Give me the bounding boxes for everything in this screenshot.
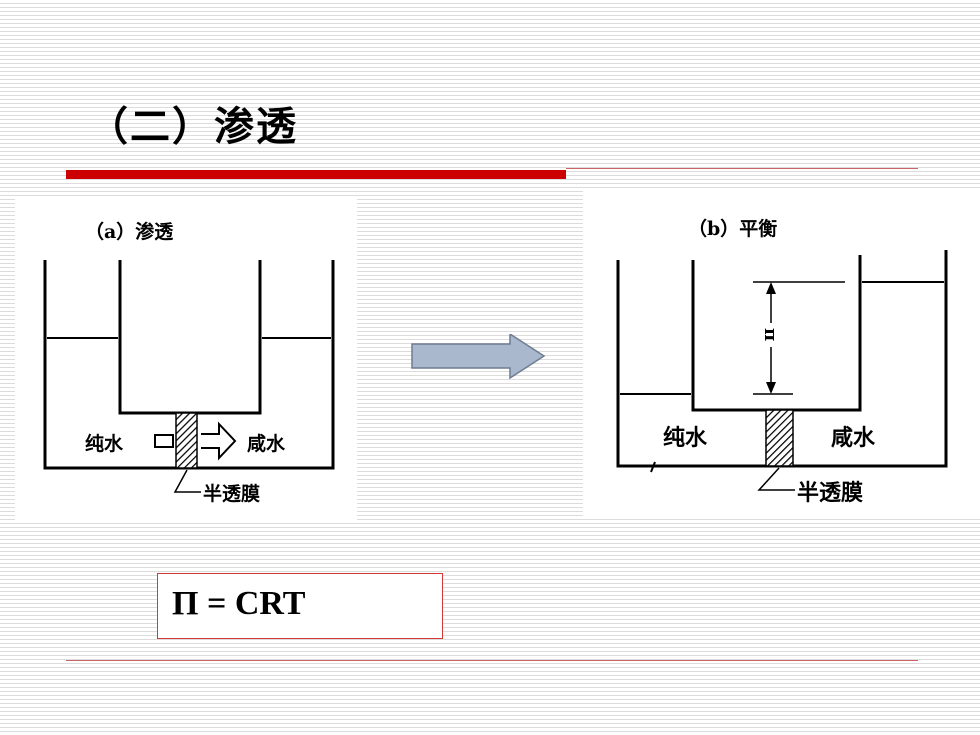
tick-mark: [650, 461, 656, 473]
figure-a-diagram: （a）渗透 纯水 咸水 半透膜: [43, 220, 335, 505]
membrane-leader: [757, 467, 795, 491]
figure-a-left-label: 纯水: [85, 432, 124, 455]
formula-box: Π = CRT: [157, 573, 443, 639]
membrane: [175, 412, 198, 469]
flow-arrow: [201, 421, 237, 461]
figure-b-diagram: （b）平衡 π 纯水 咸水 半透膜: [616, 217, 948, 506]
figure-b-caption: （b）平衡: [688, 217, 777, 240]
figure-a-caption: （a）渗透: [85, 220, 174, 243]
pressure-symbol: π: [760, 328, 781, 341]
figure-b-membrane-label: 半透膜: [797, 480, 863, 506]
title-underline-thin: [566, 168, 918, 169]
dimension-arrow-up-icon: [766, 282, 776, 294]
figure-b-equilibrium: （b）平衡 π 纯水 咸水 半透膜: [583, 190, 980, 516]
dimension-arrow-down-icon: [766, 382, 776, 394]
slide-title: （二）渗透: [88, 104, 298, 150]
osmotic-pressure-formula: Π = CRT: [172, 585, 306, 622]
figure-a-right-label: 咸水: [247, 432, 286, 455]
membrane: [765, 409, 794, 467]
figure-b-left-label: 纯水: [663, 425, 708, 451]
footer-rule: [66, 660, 918, 661]
transition-arrow: [410, 332, 550, 384]
membrane-leader: [173, 469, 201, 493]
pressure-label-bg: [763, 323, 779, 347]
flow-arrow-tail: [154, 434, 174, 448]
inner-tube: [118, 260, 262, 415]
figure-a-osmosis: （a）渗透 纯水 咸水 半透膜: [15, 198, 357, 520]
figure-b-right-label: 咸水: [831, 425, 876, 451]
figure-a-membrane-label: 半透膜: [203, 482, 260, 505]
arrow-right-icon: [411, 332, 546, 380]
title-underline-red: [66, 170, 566, 179]
